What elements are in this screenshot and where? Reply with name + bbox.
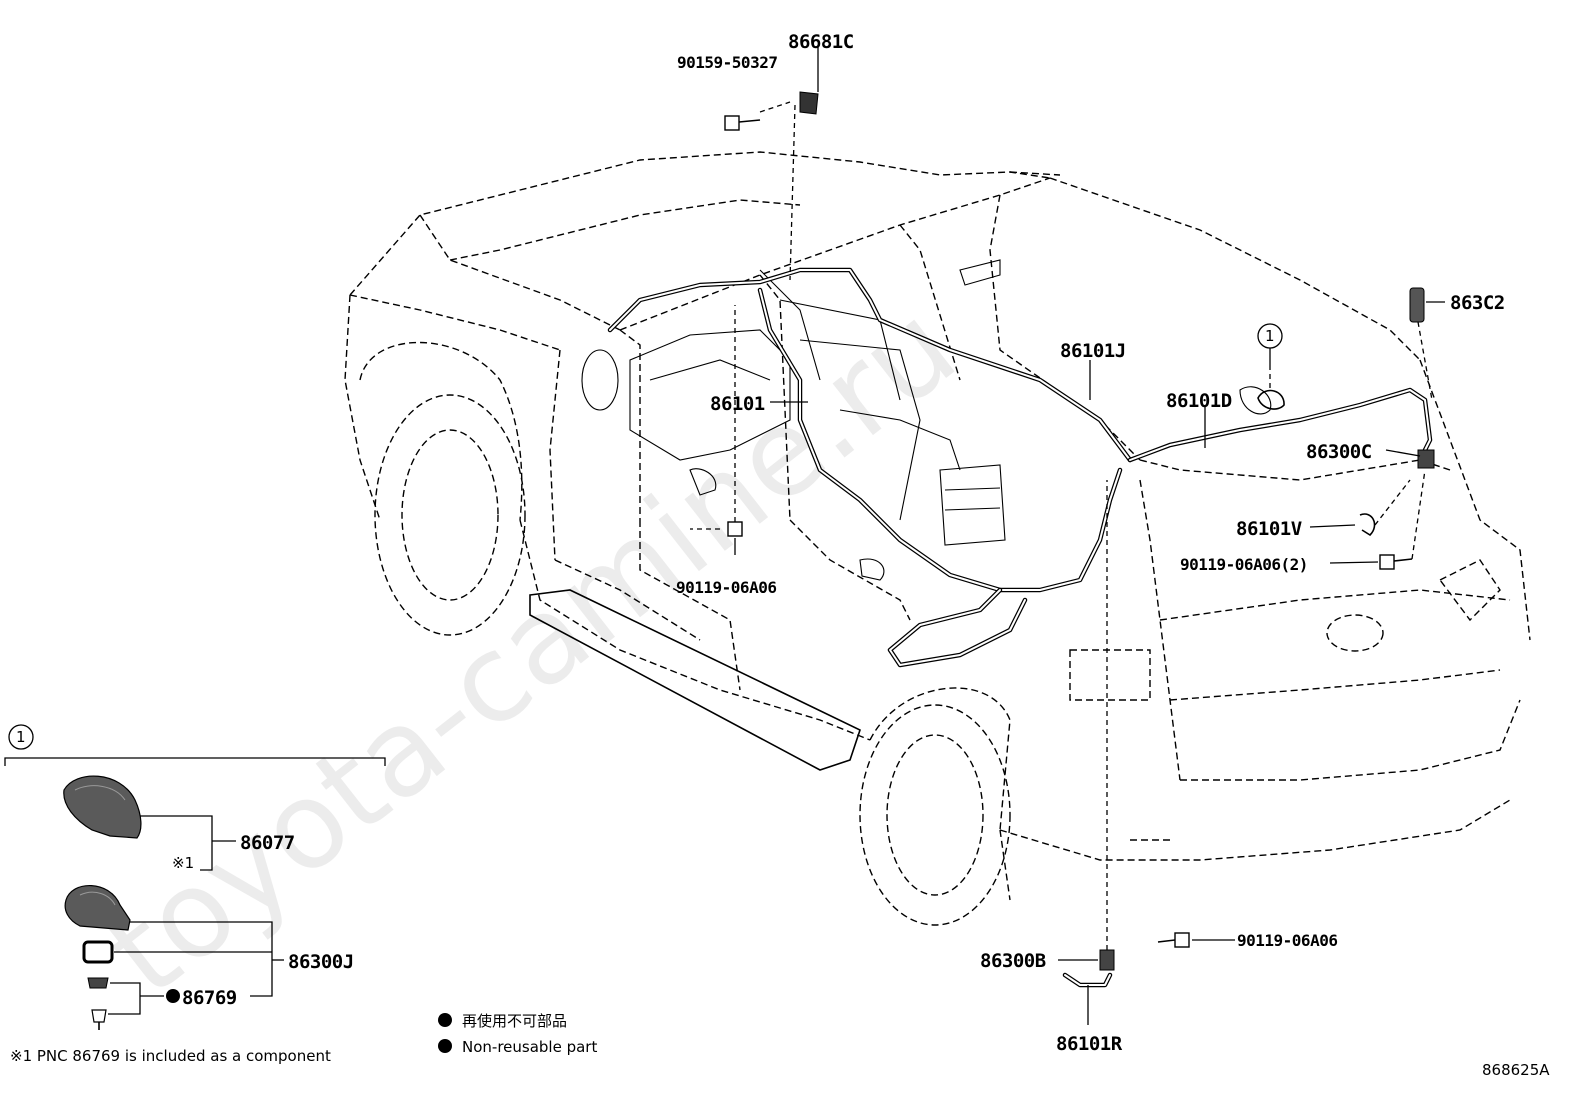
gasket-icon <box>82 940 114 964</box>
label-86769: 86769 <box>182 987 237 1009</box>
antenna-base-icon <box>1257 365 1285 410</box>
label-86101J: 86101J <box>1060 340 1126 362</box>
inset-circle <box>8 724 34 750</box>
antenna-863C2-icon <box>1409 287 1433 401</box>
wire-harness-86101 <box>757 287 1123 593</box>
label-86300J: 86300J <box>288 951 354 973</box>
legend-dot-jp <box>438 1013 452 1027</box>
antenna-cover-86077-icon <box>63 775 142 839</box>
bolt-90119-center-icon <box>690 305 743 537</box>
callout-circle-main-number: 1 <box>1265 327 1275 345</box>
legend-text-jp: 再使用不可部品 <box>462 1012 567 1030</box>
label-86300C: 86300C <box>1306 441 1372 463</box>
label-86101: 86101 <box>710 393 765 415</box>
legend-text-en: Non-reusable part <box>462 1038 597 1056</box>
connector-86300C-icon <box>1417 449 1435 469</box>
label-note-mark: ※1 <box>172 854 194 872</box>
legend-dot-en <box>438 1039 452 1053</box>
label-86077: 86077 <box>240 832 295 854</box>
label-90119-06A06-2: 90119-06A06(2) <box>1180 555 1308 574</box>
footnote: ※1 PNC 86769 is included as a component <box>10 1047 331 1065</box>
label-90159-50327: 90159-50327 <box>677 53 777 72</box>
legend: 再使用不可部品 Non-reusable part ※1 PNC 86769 i… <box>10 1012 597 1065</box>
nut-86769-icon <box>87 977 109 1030</box>
inset-circle-number: 1 <box>16 728 26 746</box>
label-90119-06A06-bottom: 90119-06A06 <box>1237 931 1337 950</box>
connector-86681C-icon <box>789 91 819 281</box>
cable-86101R-icon <box>1062 972 1113 988</box>
connector-86300B-icon <box>1099 480 1115 971</box>
callout-labels: 86681C 90159-50327 863C2 86101J 86101D 8… <box>676 31 1505 1055</box>
wire-harness-86101J <box>607 267 1133 463</box>
label-86101D: 86101D <box>1166 390 1232 412</box>
antenna-assembly-86300J-icon <box>64 885 131 931</box>
clip-86101V-icon <box>1359 479 1411 537</box>
watermark: toyota-camine.ru <box>82 278 981 1023</box>
bolt-90119-rear-icon <box>1379 469 1426 570</box>
non-reusable-dot-86769 <box>166 989 180 1003</box>
label-863C2: 863C2 <box>1450 292 1505 314</box>
label-90119-06A06-center: 90119-06A06 <box>676 578 776 597</box>
wire-harness-86101V <box>887 587 1028 668</box>
inset-group-1: 1 86077 ※1 86300J 86769 <box>4 724 386 1030</box>
bolt-90119-bottom-icon <box>1157 932 1190 948</box>
interior-outline <box>581 259 1272 581</box>
label-86681C: 86681C <box>788 31 854 53</box>
label-86300B: 86300B <box>980 950 1046 972</box>
bolt-90159-50327-icon <box>724 101 791 131</box>
vehicle-outline <box>344 151 1531 926</box>
label-86101R: 86101R <box>1056 1033 1123 1055</box>
wire-harness-86101D <box>1127 387 1433 463</box>
label-86101V: 86101V <box>1236 518 1302 540</box>
diagram-code: 868625A <box>1482 1061 1550 1079</box>
leader-lines <box>734 47 1445 1025</box>
